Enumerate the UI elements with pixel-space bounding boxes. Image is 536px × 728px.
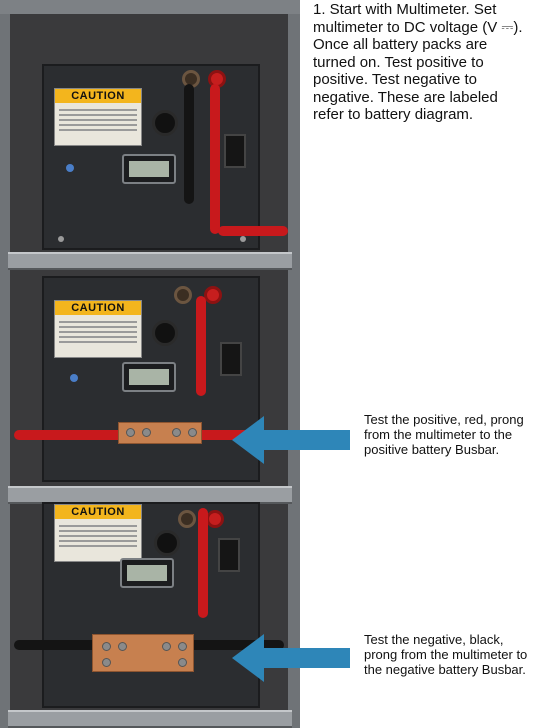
busbar-bolt <box>162 642 171 651</box>
breaker-switch <box>220 342 242 376</box>
busbar-bolt <box>102 642 111 651</box>
screw <box>240 236 246 242</box>
cable-port <box>154 530 180 556</box>
busbar-bolt <box>126 428 135 437</box>
busbar-bolt <box>102 658 111 667</box>
cabinet-shelf <box>8 710 292 728</box>
negative-terminal <box>178 510 196 528</box>
bms-display <box>122 154 176 184</box>
battery-pack-middle: CAUTION <box>42 276 260 482</box>
positive-terminal <box>204 286 222 304</box>
positive-cable <box>198 508 208 618</box>
cabinet-left-rail <box>0 0 10 728</box>
screw <box>58 236 64 242</box>
status-led <box>66 164 74 172</box>
step-instructions: 1. Start with Multimeter. Set multimeter… <box>313 1 523 123</box>
positive-cable <box>210 84 220 234</box>
caution-label: CAUTION <box>54 88 142 146</box>
positive-busbar <box>118 422 202 444</box>
busbar-bolt <box>188 428 197 437</box>
cable-port <box>152 110 178 136</box>
caution-label: CAUTION <box>54 504 142 562</box>
cabinet-shelf <box>8 252 292 270</box>
caution-label-text: CAUTION <box>55 505 141 519</box>
bms-display <box>120 558 174 588</box>
negative-cable <box>184 84 194 204</box>
cabinet-top-frame <box>0 0 300 14</box>
breaker-switch <box>224 134 246 168</box>
negative-terminal <box>174 286 192 304</box>
cabinet-right-rail <box>288 0 300 728</box>
cable-port <box>152 320 178 346</box>
bms-display <box>122 362 176 392</box>
caution-label-text: CAUTION <box>55 89 141 103</box>
busbar-bolt <box>178 642 187 651</box>
positive-terminal <box>206 510 224 528</box>
status-led <box>70 374 78 382</box>
battery-pack-bottom: CAUTION <box>42 502 260 708</box>
positive-cable <box>196 296 206 396</box>
busbar-bolt <box>172 428 181 437</box>
caution-label: CAUTION <box>54 300 142 358</box>
positive-cable <box>218 226 288 236</box>
battery-cabinet-photo: CAUTION CAUTION CAUTION <box>0 0 300 728</box>
breaker-switch <box>218 538 240 572</box>
busbar-bolt <box>118 642 127 651</box>
arrow-icon <box>232 634 350 682</box>
arrow-icon <box>232 416 350 464</box>
caution-label-text: CAUTION <box>55 301 141 315</box>
positive-test-caption: Test the positive, red, prong from the m… <box>364 412 524 457</box>
negative-test-caption: Test the negative, black, prong from the… <box>364 632 528 677</box>
busbar-bolt <box>142 428 151 437</box>
busbar-bolt <box>178 658 187 667</box>
battery-pack-top: CAUTION <box>42 64 260 250</box>
